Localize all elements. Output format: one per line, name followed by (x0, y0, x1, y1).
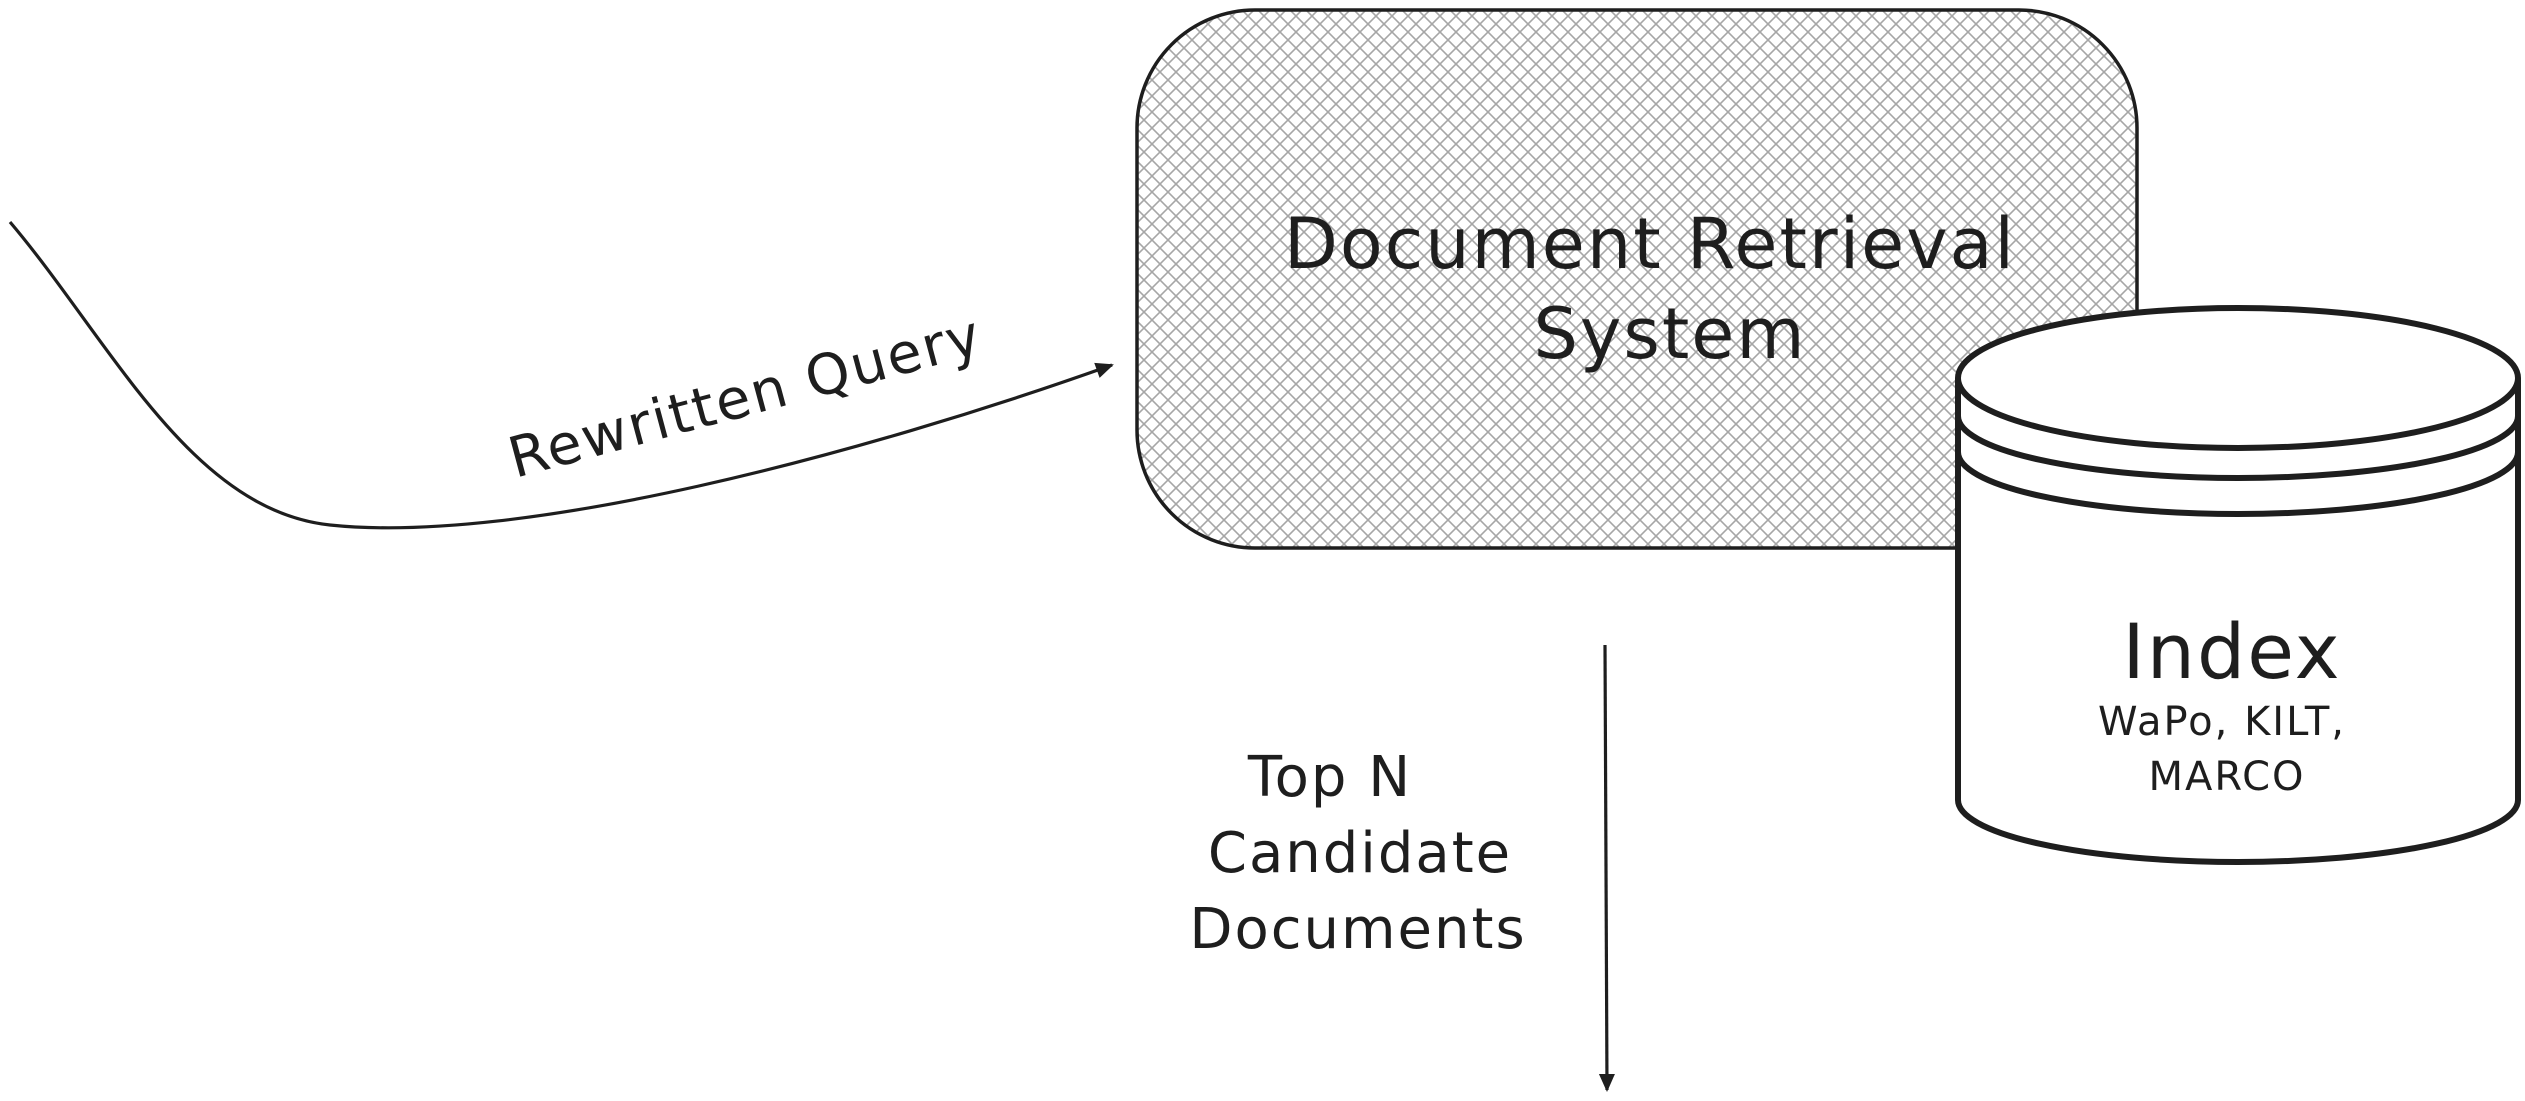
index-title: Index (2122, 607, 2341, 696)
retrieval-system-hatch-fill (1135, 8, 2139, 550)
candidate-documents-label-line1: Top N (1247, 745, 1412, 810)
index-cylinder-top (1955, 305, 2521, 451)
index-sources-line2: MARCO (2148, 754, 2305, 800)
retrieval-system-label-line1: Document Retrieval (1284, 203, 2016, 285)
index-database: Index WaPo, KILT, MARCO (1955, 305, 2521, 865)
rewritten-query-label: Rewritten Query (502, 303, 989, 492)
retrieval-system-label-line2: System (1533, 293, 1806, 375)
retrieval-system-box: Document Retrieval System (1135, 8, 2139, 550)
rewritten-query-arrow-line (8, 220, 1114, 530)
candidate-documents-arrow-line (1598, 644, 1615, 1092)
candidate-documents-arrow: Top N Candidate Documents (1189, 644, 1615, 1092)
rewritten-query-arrow: Rewritten Query (8, 220, 1114, 530)
index-sources-line1: WaPo, KILT, (2098, 699, 2346, 745)
index-cylinder-ring-2 (1955, 451, 2521, 517)
candidate-documents-label-line2: Candidate (1208, 821, 1512, 886)
index-cylinder-ring-1 (1955, 415, 2521, 481)
index-cylinder-body (1955, 378, 2521, 865)
candidate-documents-label-line3: Documents (1189, 897, 1526, 962)
